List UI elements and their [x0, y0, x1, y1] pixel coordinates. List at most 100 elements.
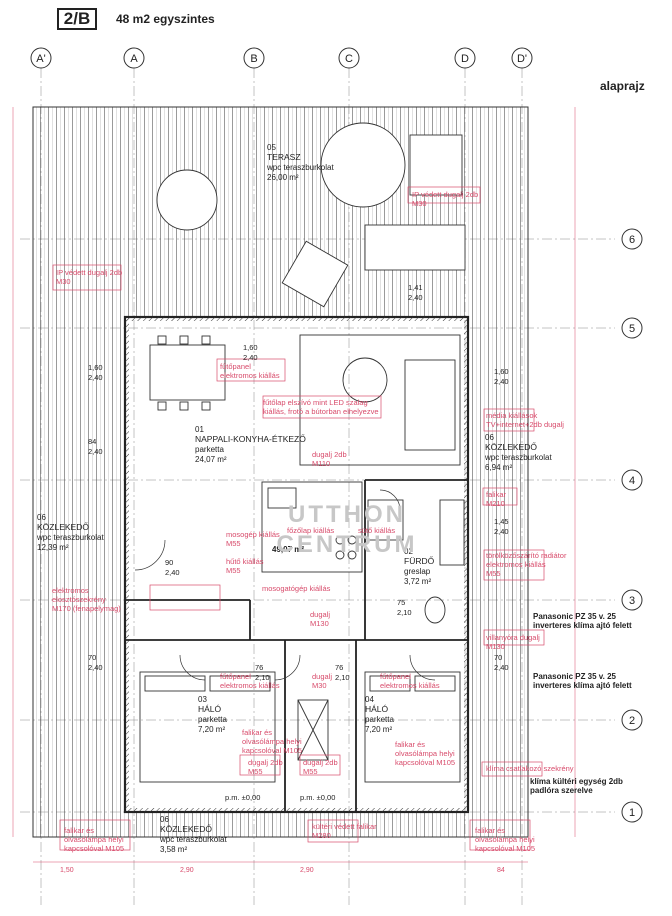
- opening-dim-9: 2,40: [494, 663, 509, 672]
- axis-label-col: B: [250, 53, 257, 65]
- room-label-1: 01: [195, 425, 204, 434]
- room-label-4: greslap: [404, 567, 431, 576]
- axis-bubble-col: [123, 47, 145, 69]
- electrical-note: sütő kiállás: [358, 526, 396, 535]
- electrical-note: fűtőpanel elektromos kiállás: [380, 672, 440, 690]
- axis-bubble-row: [621, 469, 643, 491]
- view-label: alaprajz: [600, 79, 645, 93]
- room-label-0: wpc teraszburkolat: [266, 163, 334, 172]
- room-label-7: 06: [160, 815, 169, 824]
- electrical-note: falikar és olvasólámpa helyi kapcsolóval…: [64, 826, 125, 853]
- opening-dim-1: 2,40: [88, 447, 103, 456]
- axis-label-col: D: [461, 53, 469, 65]
- opening-dim-10: 2,10: [255, 673, 270, 682]
- room-label-0: 26,00 m²: [267, 173, 299, 182]
- room-label-3: KÖZLEKEDŐ: [485, 442, 537, 452]
- opening-dim-5: 2,40: [165, 568, 180, 577]
- room-label-0: 05: [267, 143, 276, 152]
- room-label-7: KÖZLEKEDŐ: [160, 824, 212, 834]
- room-label-1: parketta: [195, 445, 224, 454]
- room-label-3: 06: [485, 433, 494, 442]
- axis-label-row: 5: [629, 323, 635, 335]
- room-label-5: 7,20 m²: [198, 725, 225, 734]
- room-label-6: HÁLÓ: [365, 704, 389, 714]
- watermark: UTTHON CENTRUM: [262, 500, 432, 560]
- room-label-1: NAPPALI-KONYHA-ÉTKEZŐ: [195, 434, 306, 444]
- room-label-6: 04: [365, 695, 374, 704]
- dim-bottom: 1,50: [60, 867, 74, 874]
- opening-dim-0: 1,60: [88, 363, 103, 372]
- axis-label-row: 4: [629, 475, 635, 487]
- electrical-note: mosogatógép kiállás: [262, 584, 331, 593]
- level-mark: p.m. ±0,00: [225, 793, 260, 802]
- watermark-line-1: UTTHON: [288, 501, 406, 528]
- room-label-0: TERASZ: [267, 152, 301, 162]
- axis-label-row: 6: [629, 234, 635, 246]
- electrical-note: dugalj 2db M55: [248, 758, 283, 776]
- electrical-note: mosogép kiállás M55: [226, 530, 280, 548]
- axis-bubble-col: [511, 47, 533, 69]
- axis-label-row: 3: [629, 595, 635, 607]
- room-label-5: parketta: [198, 715, 227, 724]
- room-label-2: KÖZLEKEDŐ: [37, 522, 89, 532]
- electrical-note: falikar M210: [486, 490, 507, 508]
- axis-bubble-col: [338, 47, 360, 69]
- axis-bubble-row: [621, 228, 643, 250]
- electrical-note: dugalj M130: [310, 610, 331, 628]
- electrical-note: fűtőpanel elektromos kiállás: [220, 672, 280, 690]
- room-label-2: 06: [37, 513, 46, 522]
- electrical-note: hűtő kiállás M55: [226, 557, 264, 575]
- electrical-note: törölközőszárító radiátor elektromos kiá…: [486, 551, 567, 578]
- room-label-6: parketta: [365, 715, 394, 724]
- axis-bubble-col: [454, 47, 476, 69]
- room-label-4: FÜRDŐ: [404, 556, 435, 566]
- hvac-note: klíma kültéri egység 2db padlóra szerelv…: [530, 777, 623, 795]
- room-label-4: 3,72 m²: [404, 577, 431, 586]
- opening-dim-10: 76: [255, 663, 263, 672]
- electrical-note: kültéri védett falikar M280: [312, 822, 377, 840]
- plan-subtitle: 48 m2 egyszintes: [116, 12, 215, 26]
- opening-dim-9: 70: [494, 653, 502, 662]
- dim-bottom: 2,90: [180, 867, 194, 874]
- opening-dim-2: 1,60: [243, 343, 258, 352]
- electrical-note: dugalj 2db M110: [312, 450, 347, 468]
- opening-dim-3: 2,40: [408, 293, 423, 302]
- dim-bottom: 84: [497, 867, 505, 874]
- room-label-4: 02: [404, 547, 413, 556]
- electrical-note: IP védett dugalj 2db M30: [412, 190, 479, 208]
- electrical-note: fűtőlap elszívó mint LED szalag kiállás,…: [263, 398, 379, 416]
- room-label-6: 7,20 m²: [365, 725, 392, 734]
- plan-statics: [12, 68, 615, 905]
- opening-dim-5: 90: [165, 558, 173, 567]
- room-label-1: 24,07 m²: [195, 455, 227, 464]
- electrical-note: média kiállások TV+internet+2db dugalj: [486, 411, 564, 429]
- unit-code-box: 2/B: [57, 8, 97, 30]
- electrical-note: villanyóra dugalj M130: [486, 633, 540, 651]
- axis-label-col: C: [345, 53, 353, 65]
- dim-bottom: 2,90: [300, 867, 314, 874]
- electrical-note: IP védett dugalj 2db M30: [56, 268, 123, 286]
- opening-dim-0: 2,40: [88, 373, 103, 382]
- room-label-7: 3,58 m²: [160, 845, 187, 854]
- opening-dim-1: 84: [88, 437, 96, 446]
- room-label-7: wpc teraszburkolat: [159, 835, 227, 844]
- electrical-note: falikar és olvasólámpa helyi kapcsolóval…: [475, 826, 536, 853]
- axis-bubble-row: [621, 709, 643, 731]
- electrical-note: dugalj M30: [312, 672, 333, 690]
- axis-label-row: 2: [629, 715, 635, 727]
- axis-label-col: D': [517, 53, 527, 65]
- room-label-3: 6,94 m²: [485, 463, 512, 472]
- axis-bubble-row: [621, 317, 643, 339]
- axis-bubble-row: [621, 801, 643, 823]
- opening-dim-4: 2,40: [494, 377, 509, 386]
- axis-bubble-col: [243, 47, 265, 69]
- room-label-5: 03: [198, 695, 207, 704]
- electrical-note: fűtőpanel elektromos kiállás: [220, 362, 280, 380]
- electrical-note: dugalj 2db M55: [303, 758, 338, 776]
- electrical-note: falikar és olvasólámpa helyi kapcsolóval…: [242, 728, 303, 755]
- opening-dim-11: 76: [335, 663, 343, 672]
- hvac-note: Panasonic PZ 35 v. 25 inverteres klíma a…: [533, 612, 632, 630]
- opening-dim-6: 2,40: [494, 527, 509, 536]
- hvac-note: Panasonic PZ 35 v. 25 inverteres klíma a…: [533, 672, 632, 690]
